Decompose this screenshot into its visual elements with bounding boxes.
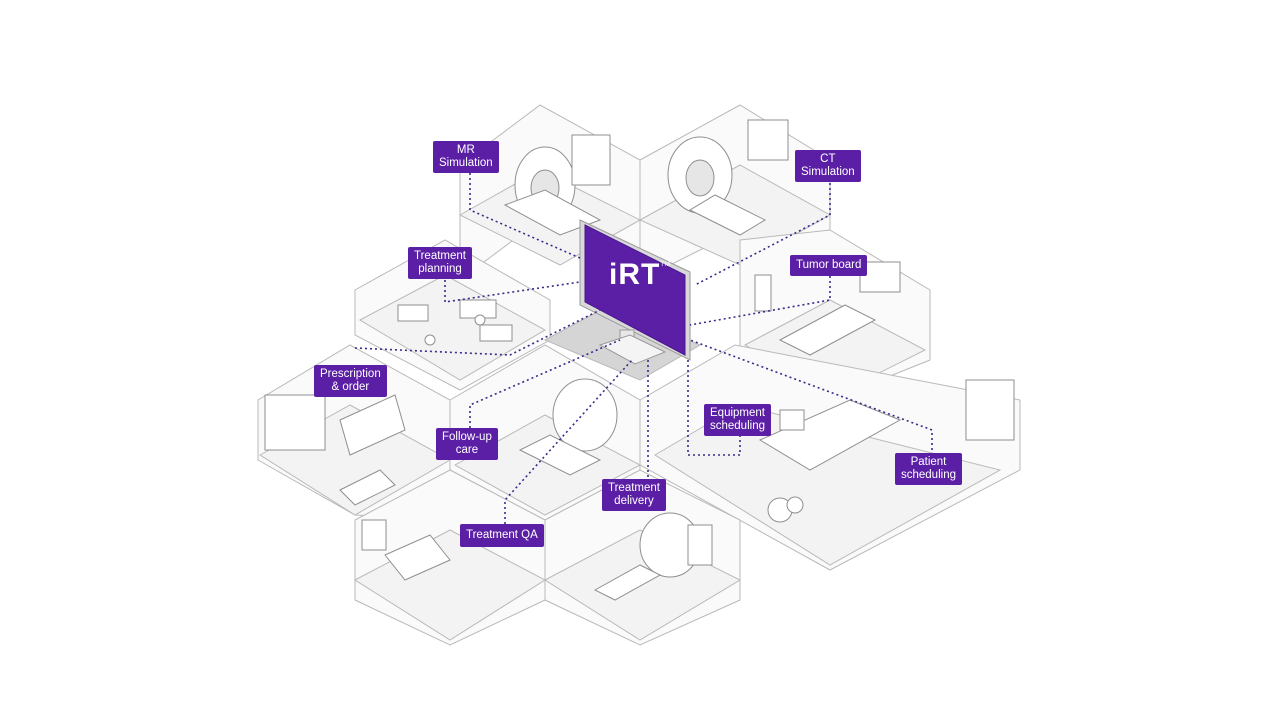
label-line: Treatment QA <box>466 529 538 541</box>
label-line: CT <box>820 153 836 165</box>
room-mr-simulation <box>458 104 642 281</box>
trademark-mark: TM <box>660 262 671 268</box>
label-ct-simulation[interactable]: CT Simulation <box>795 150 861 182</box>
label-line: Treatment <box>608 482 660 494</box>
label-line: Treatment <box>414 250 466 262</box>
label-mr-simulation[interactable]: MR Simulation <box>433 141 499 173</box>
label-line: Follow-up <box>442 431 492 443</box>
label-treatment-qa[interactable]: Treatment QA <box>460 524 544 547</box>
room-office <box>354 469 546 646</box>
label-patient-scheduling[interactable]: Patient scheduling <box>895 453 962 485</box>
room-prescription <box>257 344 452 521</box>
label-line: scheduling <box>710 420 765 432</box>
label-line: Tumor board <box>796 259 862 271</box>
label-follow-up-care[interactable]: Follow-up care <box>436 428 498 460</box>
irt-monitor <box>579 219 691 365</box>
room-treatment-delivery <box>544 469 742 646</box>
label-treatment-delivery[interactable]: Treatment delivery <box>602 479 666 511</box>
brand-text: iRT <box>609 258 661 291</box>
label-line: Equipment <box>710 407 765 419</box>
room-ct-simulation <box>638 104 832 281</box>
room-treatment-planning <box>354 239 551 391</box>
label-line: Patient <box>910 456 947 468</box>
label-line: MR <box>456 144 475 156</box>
irt-brand-label: iRTTM <box>600 258 680 292</box>
room-follow-up <box>449 344 642 521</box>
label-line: & order <box>331 381 370 393</box>
label-line: delivery <box>614 495 654 507</box>
label-line: care <box>455 444 479 456</box>
label-line: planning <box>418 263 462 275</box>
label-line: scheduling <box>901 469 956 481</box>
label-tumor-board[interactable]: Tumor board <box>790 255 868 276</box>
connectors <box>354 168 933 524</box>
label-line: Prescription <box>320 368 381 380</box>
label-line: Simulation <box>439 157 493 169</box>
label-treatment-planning[interactable]: Treatment planning <box>408 247 472 279</box>
label-line: Simulation <box>801 166 855 178</box>
label-prescription-order[interactable]: Prescription & order <box>314 365 387 397</box>
room-tumor-board <box>739 229 931 401</box>
label-equipment-scheduling[interactable]: Equipment scheduling <box>704 404 771 436</box>
room-reception <box>639 344 1021 571</box>
